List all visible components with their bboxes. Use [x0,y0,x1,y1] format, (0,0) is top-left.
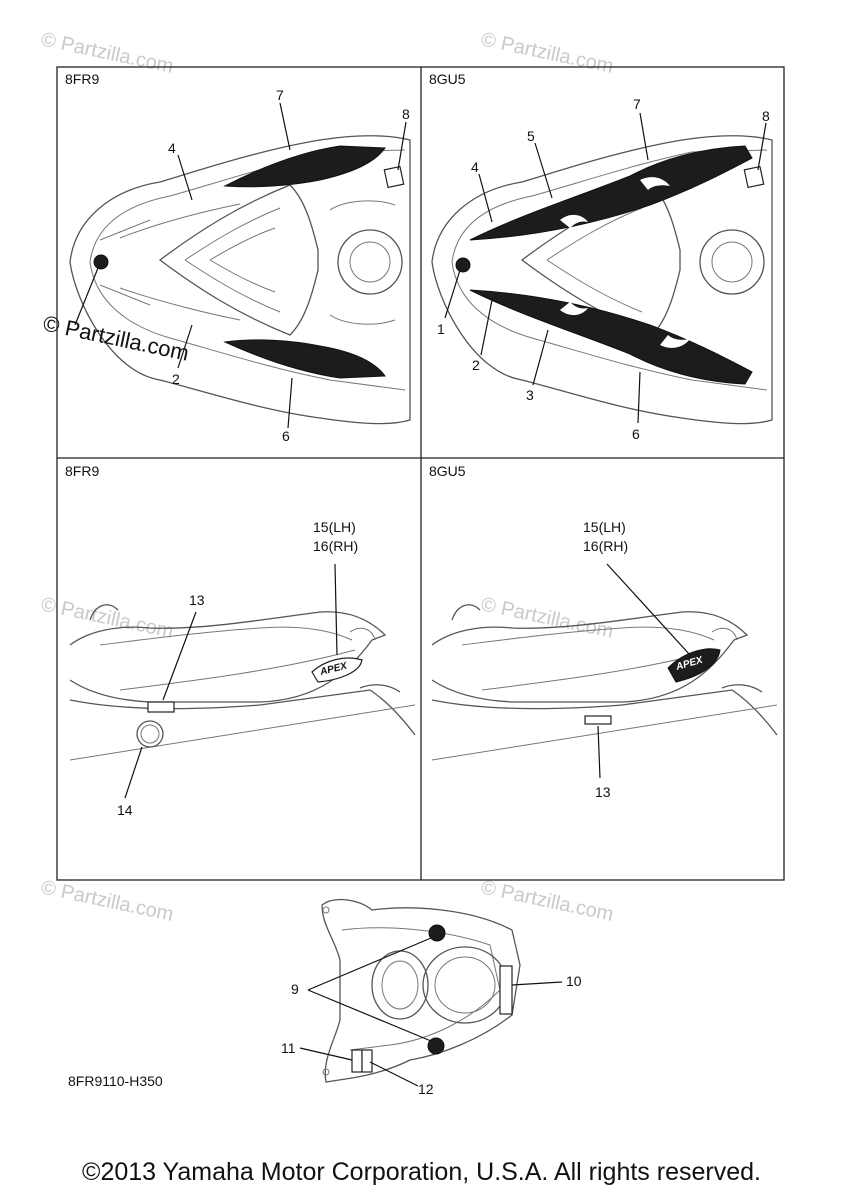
callout-tr-5: 5 [527,128,535,144]
hood-top-view-8fr9: 7 8 4 2 6 [69,87,411,444]
callout-tl-8: 8 [402,106,410,122]
callout-tr-7: 7 [633,96,641,112]
callout-bottom-10: 10 [566,973,582,989]
partzilla-logo: © Partzilla.com [41,310,191,365]
callout-ml-16rh: 16(RH) [313,538,358,554]
decal-10-bottom [499,965,513,1015]
decal-15-16-mr [667,648,721,683]
callout-bottom-9: 9 [291,981,299,997]
callout-tr-3: 3 [526,387,534,403]
watermark-6: © Partzilla.com [479,876,615,926]
watermark-1: © Partzilla.com [39,28,175,78]
callout-tr-1: 1 [437,321,445,337]
callout-mr-16rh: 16(RH) [583,538,628,554]
watermark-4: © Partzilla.com [479,593,615,643]
callout-bottom-12: 12 [418,1081,434,1097]
callout-ml-13: 13 [189,592,205,608]
hood-top-view-8gu5: 7 8 5 4 1 2 3 6 [431,96,773,442]
callout-tr-2: 2 [472,357,480,373]
decal-8-tr [743,165,765,189]
callout-tl-6: 6 [282,428,290,444]
decal-9a-bottom [428,924,446,942]
decal-6-tl [223,339,386,379]
decal-14-ml [136,720,164,748]
decal-13-mr [584,715,612,725]
part-number: 8FR9110-H350 [68,1073,163,1089]
side-view-8fr9: APEX 15(LH) 16(RH) 13 14 [69,519,416,818]
decal-13-ml [147,701,175,713]
panel-grid [56,66,785,881]
panel-code-mid-right: 8GU5 [429,463,466,479]
callout-tl-2: 2 [172,371,180,387]
decal-9b-bottom [427,1037,445,1055]
callout-tl-4: 4 [168,140,176,156]
panel-code-top-right: 8GU5 [429,71,466,87]
decal-12-bottom [361,1049,373,1073]
decal-7-tl [223,145,386,188]
emblem-decal-tr [455,257,471,273]
watermark-3: © Partzilla.com [39,593,175,643]
panel-code-top-left: 8FR9 [65,71,99,87]
copyright-notice: ©2013 Yamaha Motor Corporation, U.S.A. A… [82,1158,761,1186]
callout-tl-7: 7 [276,87,284,103]
callout-mr-15lh: 15(LH) [583,519,626,535]
rear-top-view: 9 10 11 12 [281,898,582,1097]
emblem-decal-tl [93,254,109,270]
decal-2-3-6-tr [469,289,753,385]
watermark-2: © Partzilla.com [479,28,615,78]
watermark-5: © Partzilla.com [39,876,175,926]
panel-code-mid-left: 8FR9 [65,463,99,479]
callout-ml-14: 14 [117,802,133,818]
callout-tr-6: 6 [632,426,640,442]
decal-11-bottom [351,1049,363,1073]
callout-ml-15lh: 15(LH) [313,519,356,535]
decal-15-16-ml [311,657,363,683]
callout-tr-8: 8 [762,108,770,124]
callout-tr-4: 4 [471,159,479,175]
decal-4-7-tr [469,145,753,241]
callout-bottom-11: 11 [281,1040,296,1056]
side-view-8gu5: APEX 15(LH) 16(RH) 13 [431,519,778,800]
callout-mr-13: 13 [595,784,611,800]
decal-8-tl [383,165,405,189]
